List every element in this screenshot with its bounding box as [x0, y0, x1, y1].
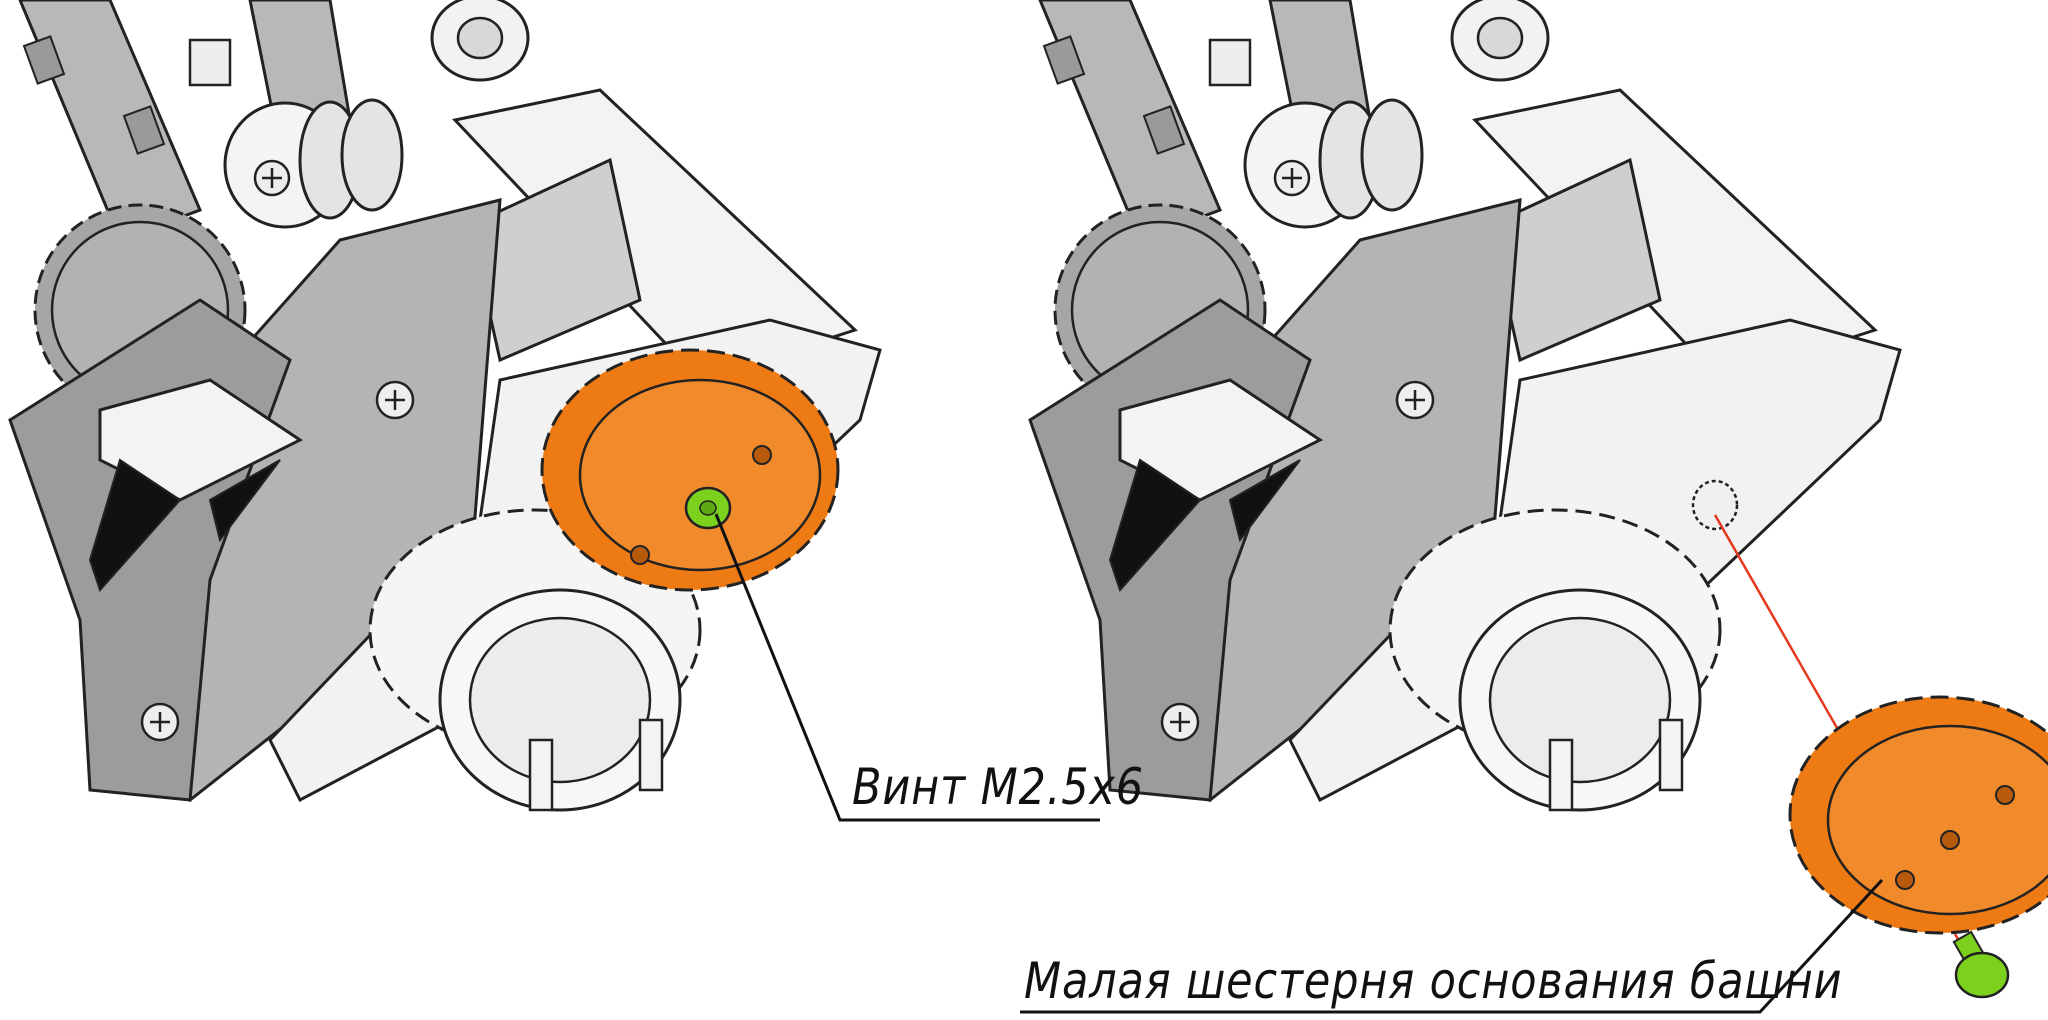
exploded-view: [1020, 0, 2048, 1014]
gear-callout-label: Малая шестерня основания башни: [1024, 952, 1843, 1010]
servo-shaft: [1691, 479, 1739, 531]
screw-installed: [684, 486, 732, 530]
screw-callout-label: Винт M2.5x6: [852, 758, 1145, 816]
small-gear-installed: [540, 348, 840, 592]
screw-exploded: [1952, 930, 2010, 999]
small-gear-exploded: [1788, 695, 2048, 935]
gear-leader-line: [1020, 878, 1884, 1014]
screw-leader-line: [714, 513, 1100, 822]
assembled-view: [8, 0, 1100, 822]
